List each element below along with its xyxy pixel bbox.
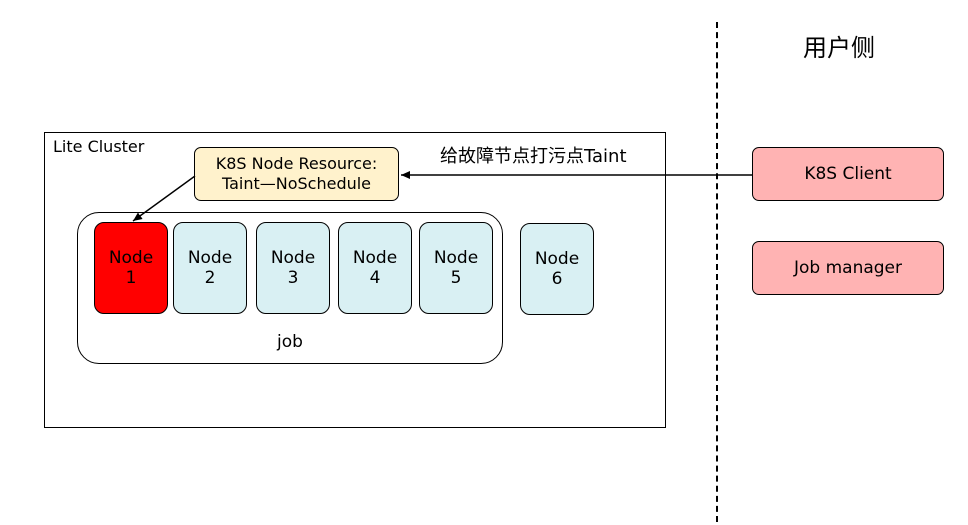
node-4: Node 4: [338, 222, 412, 314]
node-6-number: 6: [551, 269, 563, 289]
node-resource-line2: Taint—NoSchedule: [221, 174, 372, 193]
node-1-number: 1: [125, 268, 137, 288]
k8s-client-label: K8S Client: [804, 164, 892, 184]
node-1-label: Node: [108, 248, 154, 268]
node-resource-line1: K8S Node Resource:: [215, 154, 378, 173]
node-4-number: 4: [369, 268, 381, 288]
node-5-number: 5: [450, 268, 462, 288]
job-label: job: [277, 332, 303, 352]
taint-annotation: 给故障节点打污点Taint: [440, 146, 627, 167]
node-3-number: 3: [287, 268, 299, 288]
node-4-label: Node: [352, 248, 398, 268]
user-side-divider: [716, 22, 718, 522]
node-5-label: Node: [433, 248, 479, 268]
node-2: Node 2: [173, 222, 247, 314]
node-1: Node 1: [94, 222, 168, 314]
job-manager-box: Job manager: [752, 241, 944, 295]
node-6: Node 6: [520, 223, 594, 315]
user-side-title: 用户侧: [803, 34, 875, 62]
cluster-label: Lite Cluster: [53, 137, 145, 156]
node-5: Node 5: [419, 222, 493, 314]
node-2-number: 2: [204, 268, 216, 288]
resource-to-node1-arrow: [132, 175, 196, 222]
node-resource-box: K8S Node Resource: Taint—NoSchedule: [194, 147, 399, 201]
node-3-label: Node: [270, 248, 316, 268]
node-2-label: Node: [187, 248, 233, 268]
node-6-label: Node: [534, 249, 580, 269]
node-3: Node 3: [256, 222, 330, 314]
job-manager-label: Job manager: [793, 258, 903, 278]
k8s-client-box: K8S Client: [752, 147, 944, 201]
